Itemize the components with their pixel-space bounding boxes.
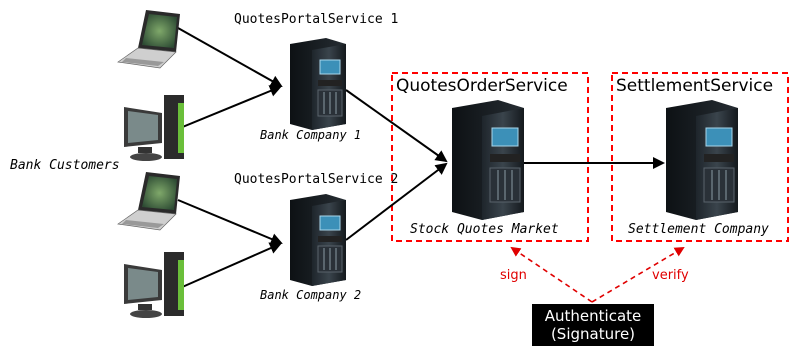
server-icon bbox=[290, 194, 346, 286]
settlement-service-title: SettlementService bbox=[616, 76, 774, 96]
edge-portal1-order bbox=[345, 89, 448, 163]
edge-desktop1-portal1 bbox=[179, 85, 282, 129]
portal-company-2-label: Bank Company 2 bbox=[260, 288, 362, 302]
laptop-icon bbox=[117, 10, 180, 69]
bank-customers-label: Bank Customers bbox=[10, 158, 120, 173]
edge-laptop1-portal1 bbox=[177, 27, 283, 87]
authenticate-label: Authenticate bbox=[544, 307, 642, 325]
edge-portal2-order bbox=[345, 162, 448, 241]
portal-service-1-label: QuotesPortalService 1 bbox=[234, 12, 399, 27]
edge-desktop2-portal2 bbox=[179, 242, 282, 289]
laptop-icon bbox=[117, 172, 180, 231]
edge-auth-sign bbox=[510, 246, 593, 303]
signature-label: (Signature) bbox=[550, 325, 636, 343]
server-icon bbox=[452, 100, 524, 220]
authenticate-box: Authenticate (Signature) bbox=[532, 304, 654, 346]
server-icon bbox=[666, 100, 738, 220]
desktop-computer-icon bbox=[124, 252, 184, 318]
sign-label: sign bbox=[500, 268, 527, 283]
portal-service-2-label: QuotesPortalService 2 bbox=[234, 172, 399, 187]
edge-laptop2-portal2 bbox=[177, 199, 283, 245]
order-service-title: QuotesOrderService bbox=[396, 76, 568, 96]
order-service-box bbox=[391, 72, 589, 242]
order-company-label: Stock Quotes Market bbox=[410, 222, 559, 237]
settlement-company-label: Settlement Company bbox=[628, 222, 769, 237]
settlement-service-box bbox=[611, 72, 789, 242]
server-icon bbox=[290, 38, 346, 130]
desktop-computer-icon bbox=[124, 95, 184, 161]
verify-label: verify bbox=[652, 268, 689, 283]
portal-company-1-label: Bank Company 1 bbox=[260, 128, 362, 142]
